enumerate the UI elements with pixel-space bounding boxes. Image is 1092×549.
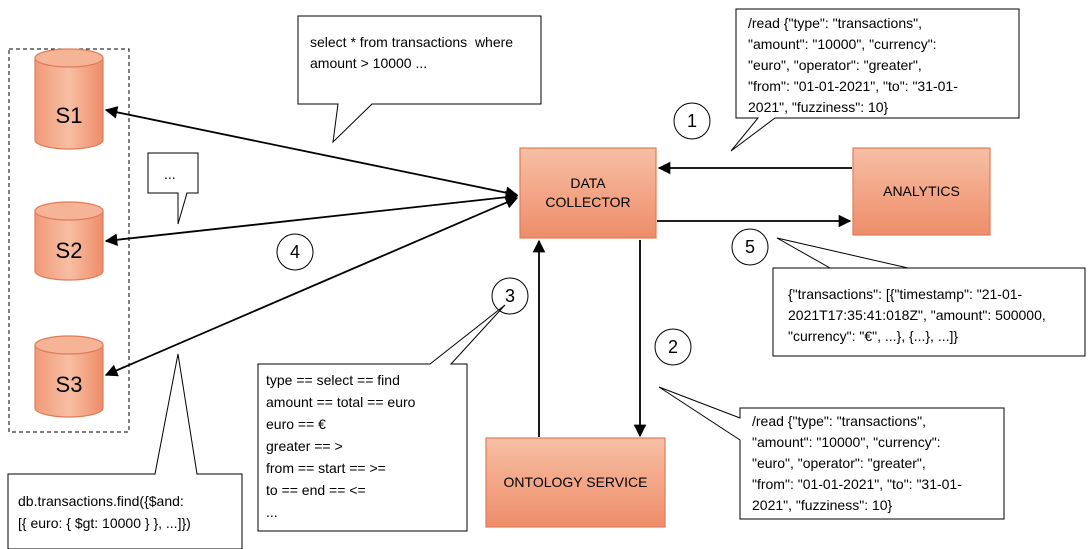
read-bottom-line-5: 2021", "fuzziness": 10} [752, 497, 893, 513]
rule-line-5: from == start == >= [266, 460, 386, 476]
callout-read-bottom-bubble [658, 386, 1005, 520]
step-number-1: 1 [686, 111, 697, 131]
response-line-1: {"transactions": [{"timestamp": "21-01- [788, 286, 1023, 302]
analytics-box [852, 147, 991, 236]
read-top-line-3: "euro", "operator": "greater", [748, 57, 922, 73]
analytics-label: ANALYTICS [883, 183, 960, 199]
sql-line-1: select * from transactions where [310, 34, 514, 50]
read-top-line-5: 2021", "fuzziness": 10} [748, 99, 889, 115]
ontology-service-label: ONTOLOGY SERVICE [503, 474, 648, 490]
step-circle-5 [731, 228, 769, 266]
callout-ellipsis-bubble [147, 152, 199, 225]
arrow-collector-s1 [104, 106, 519, 199]
storage-s2-cylinder [34, 201, 104, 281]
step-number-3: 3 [504, 286, 515, 306]
rule-line-4: greater == > [266, 438, 343, 454]
rule-line-1: type == select == find [266, 372, 400, 388]
ontology-service-box [485, 437, 666, 528]
step-number-5: 5 [744, 237, 755, 257]
step-number-4: 4 [289, 242, 300, 262]
step-number-2: 2 [667, 337, 678, 357]
mongo-line-1: db.transactions.find({$and: [18, 493, 184, 509]
step-circle-3 [491, 277, 529, 315]
mongo-line-2: [{ euro: { $gt: 10000 } }, ...]}) [18, 515, 191, 531]
data-collector-box [519, 147, 657, 239]
read-bottom-line-4: "from": "01-01-2021", "to": "31-01- [752, 476, 962, 492]
callout-rules-bubble [257, 304, 506, 532]
callout-mongo-bubble [7, 353, 243, 549]
read-top-line-4: "from": "01-01-2021", "to": "31-01- [748, 78, 958, 94]
read-top-line-1: /read {"type": "transactions", [748, 15, 922, 31]
read-bottom-line-3: "euro", "operator": "greater", [752, 455, 926, 471]
read-bottom-line-2: "amount": "10000", "currency": [752, 434, 941, 450]
step-circle-2 [654, 328, 692, 366]
storage-s3-cylinder [34, 335, 104, 418]
read-bottom-line-1: /read {"type": "transactions", [752, 413, 926, 429]
rule-line-6: to == end == <= [266, 482, 366, 498]
storage-s2-label: S2 [55, 238, 83, 263]
storage-s3-label: S3 [55, 372, 83, 397]
rule-line-3: euro == € [266, 416, 326, 432]
step-circle-4 [276, 233, 314, 271]
storage-s1-cylinder [34, 48, 104, 150]
data-collector-label: DATA COLLECTOR [545, 175, 631, 210]
read-top-line-2: "amount": "10000", "currency": [748, 36, 937, 52]
callout-sql-bubble [297, 15, 542, 144]
rule-line-7: ... [266, 504, 278, 520]
sql-line-2: amount > 10000 ... [310, 55, 428, 71]
ellipsis-text: ... [164, 166, 176, 182]
response-line-2: 2021T17:35:41:018Z", "amount": 500000, [788, 307, 1046, 323]
storage-s1-label: S1 [55, 103, 83, 128]
response-line-3: "currency": "€", ...}, {...}, ...]} [788, 328, 959, 344]
callout-response-bubble [772, 237, 1086, 357]
step-circle-1 [673, 102, 711, 140]
callout-read-top-bubble [730, 8, 1020, 152]
arrow-collector-s3 [104, 196, 519, 377]
rule-line-2: amount == total == euro [266, 394, 416, 410]
